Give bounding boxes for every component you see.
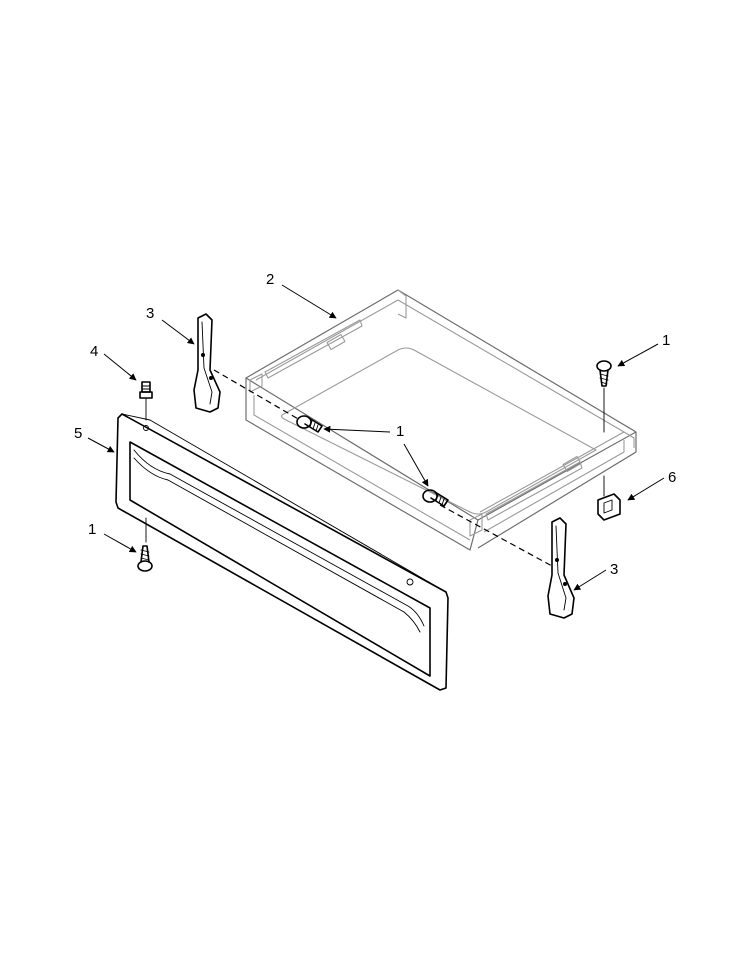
right-alignment-line	[439, 504, 553, 567]
callout-1-left: 1	[88, 521, 96, 538]
screw-left-bottom	[137, 545, 153, 572]
callout-3-left: 3	[146, 305, 154, 322]
callout-4: 4	[90, 343, 98, 360]
leader-1-left	[103, 533, 137, 553]
stud-fastener	[139, 381, 153, 421]
leader-1-center	[323, 425, 391, 433]
callout-3-right: 3	[610, 561, 618, 578]
leader-3-left	[161, 319, 195, 345]
drawer-box	[245, 289, 637, 551]
right-drawer-bracket	[547, 517, 575, 619]
leader-6	[627, 477, 665, 501]
leader-3-right	[573, 569, 607, 591]
drawer-clip	[597, 475, 621, 521]
leader-1-right	[617, 343, 659, 367]
screw-center-upper	[296, 415, 323, 433]
leader-2	[281, 284, 337, 319]
drawer-front-panel	[115, 413, 449, 691]
callout-1-center: 1	[396, 423, 404, 440]
screw-right-top	[596, 360, 612, 433]
callout-5: 5	[74, 425, 82, 442]
screw-center-lower	[422, 489, 449, 507]
callout-6: 6	[668, 469, 676, 486]
callout-2: 2	[266, 271, 274, 288]
leader-1-center-lower	[403, 443, 429, 487]
callout-1-right: 1	[662, 332, 670, 349]
leader-4	[103, 353, 137, 381]
left-drawer-bracket	[193, 313, 221, 413]
leader-5	[87, 437, 115, 453]
left-alignment-line	[213, 369, 301, 421]
